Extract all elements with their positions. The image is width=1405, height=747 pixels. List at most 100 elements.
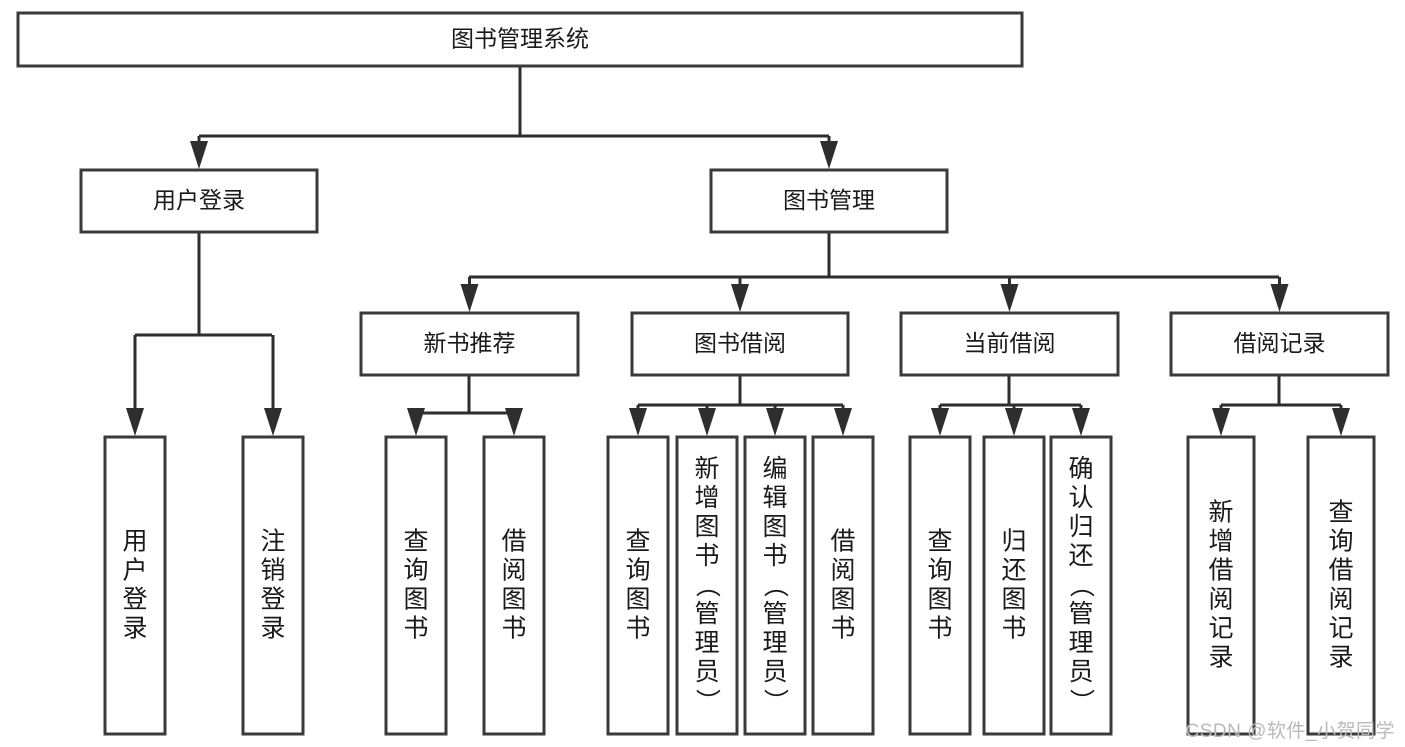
node-label-char-l_add_record-5: 录 — [1208, 644, 1233, 672]
node-label-char-l_add_record-0: 新 — [1208, 499, 1233, 527]
node-label-char-l_edit_book-1: 辑 — [762, 484, 787, 512]
node-label-char-l_confirm_return-3: 还 — [1068, 542, 1093, 570]
node-label-char-l_user_login-3: 录 — [122, 615, 147, 643]
node-label-char-l_query_record-3: 阅 — [1328, 586, 1353, 614]
arrowhead-n_record — [1270, 284, 1289, 312]
node-label-char-l_add_record-4: 记 — [1208, 615, 1233, 643]
node-label-n_new_rec: 新书推荐 — [424, 330, 516, 356]
node-label-char-l_user_login-2: 登 — [122, 586, 147, 614]
arrowhead-l_return_book — [1005, 408, 1023, 436]
node-label-char-l_query_record-5: 录 — [1328, 644, 1353, 672]
node-label-char-l_edit_book-2: 图 — [762, 513, 787, 541]
node-label-char-l_confirm_return-0: 确 — [1068, 455, 1093, 483]
node-label-char-l_confirm_return-7: 员 — [1068, 658, 1093, 686]
node-label-char-l_edit_book-4: （ — [761, 572, 789, 597]
node-box-l_return_book — [982, 435, 1046, 736]
node-box-l_confirm_return — [1049, 435, 1113, 736]
node-box-l_add_record — [1186, 435, 1256, 736]
node-label-char-l_query_book_2-0: 查 — [625, 528, 650, 556]
node-label-n_current: 当前借阅 — [964, 330, 1056, 356]
node-n_user_login[interactable]: 用户登录 — [79, 168, 319, 234]
node-label-char-l_edit_book-3: 书 — [762, 542, 787, 570]
node-box-n_book_mgmt — [709, 168, 949, 234]
node-label-char-l_borrow_book_2-3: 书 — [830, 615, 855, 643]
node-label-n_borrow: 图书借阅 — [694, 330, 786, 356]
node-label-char-l_query_book_1-3: 书 — [403, 615, 428, 643]
node-label-char-l_query_record-1: 询 — [1328, 528, 1353, 556]
arrowhead-n_new_rec — [460, 284, 479, 312]
node-root[interactable]: 图书管理系统 — [16, 11, 1024, 68]
node-label-char-l_logout-2: 登 — [260, 586, 285, 614]
node-label-char-l_logout-0: 注 — [260, 528, 285, 556]
node-label-char-l_borrow_book_1-2: 图 — [501, 586, 526, 614]
connectors-layer — [126, 66, 1350, 436]
node-label-char-l_query_book_3-0: 查 — [927, 528, 952, 556]
node-label-char-l_query_book_2-2: 图 — [625, 586, 650, 614]
node-label-char-l_borrow_book_1-1: 阅 — [501, 557, 526, 585]
node-label-char-l_confirm_return-4: （ — [1067, 572, 1095, 597]
node-label-char-l_query_record-2: 借 — [1328, 557, 1353, 585]
node-label-char-l_borrow_book_1-0: 借 — [501, 528, 526, 556]
arrowhead-l_edit_book — [766, 408, 784, 436]
node-box-n_borrow — [630, 311, 850, 377]
node-label-char-l_add_book-5: 管 — [694, 600, 719, 628]
node-box-l_borrow_book_1 — [482, 435, 546, 736]
arrowhead-l_logout — [264, 408, 282, 436]
node-label-n_record: 借阅记录 — [1234, 330, 1326, 356]
node-n_borrow[interactable]: 图书借阅 — [630, 311, 850, 377]
node-label-char-l_query_book_1-1: 询 — [403, 557, 428, 585]
node-label-char-l_return_book-0: 归 — [1001, 528, 1026, 556]
node-label-char-l_user_login-0: 用 — [122, 528, 147, 556]
node-label-char-l_confirm_return-2: 归 — [1068, 513, 1093, 541]
arrowhead-l_query_book_2 — [629, 408, 647, 436]
node-label-char-l_query_book_3-1: 询 — [927, 557, 952, 585]
node-n_new_rec[interactable]: 新书推荐 — [359, 311, 580, 377]
node-label-char-l_return_book-2: 图 — [1001, 586, 1026, 614]
node-label-char-l_edit_book-6: 理 — [762, 629, 787, 657]
node-n_record[interactable]: 借阅记录 — [1169, 311, 1390, 377]
node-label-char-l_add_record-1: 增 — [1208, 528, 1233, 556]
node-label-char-l_edit_book-8: ） — [761, 688, 789, 713]
node-label-char-l_confirm_return-8: ） — [1067, 688, 1095, 713]
node-box-l_add_book — [675, 435, 739, 736]
node-box-l_user_login — [103, 435, 167, 736]
node-label-char-l_query_book_2-3: 书 — [625, 615, 650, 643]
arrowhead-l_user_login — [126, 408, 144, 436]
node-n_current[interactable]: 当前借阅 — [899, 311, 1120, 377]
arrowhead-n_current — [1000, 284, 1019, 312]
arrowhead-l_query_book_3 — [931, 408, 949, 436]
node-label-char-l_user_login-1: 户 — [122, 557, 147, 585]
node-label-char-l_confirm_return-5: 管 — [1068, 600, 1093, 628]
arrowhead-n_borrow — [731, 284, 749, 312]
node-box-l_edit_book — [743, 435, 807, 736]
arrowhead-l_query_record — [1332, 408, 1350, 436]
node-n_book_mgmt[interactable]: 图书管理 — [709, 168, 949, 234]
node-label-char-l_return_book-1: 还 — [1001, 557, 1026, 585]
node-label-char-l_add_book-0: 新 — [694, 455, 719, 483]
arrowhead-l_borrow_book_2 — [834, 408, 852, 436]
node-box-l_borrow_book_2 — [811, 435, 875, 736]
node-label-char-l_query_record-4: 记 — [1328, 615, 1353, 643]
arrowhead-n_book_mgmt — [820, 141, 838, 169]
node-box-n_current — [899, 311, 1120, 377]
node-box-root — [16, 11, 1024, 68]
node-label-char-l_query_record-0: 查 — [1328, 499, 1353, 527]
node-l_user_login[interactable]: 用户登录 — [103, 435, 167, 736]
node-label-char-l_borrow_book_2-0: 借 — [830, 528, 855, 556]
node-label-char-l_borrow_book_2-2: 图 — [830, 586, 855, 614]
node-label-n_book_mgmt: 图书管理 — [783, 187, 875, 213]
node-label-char-l_edit_book-5: 管 — [762, 600, 787, 628]
